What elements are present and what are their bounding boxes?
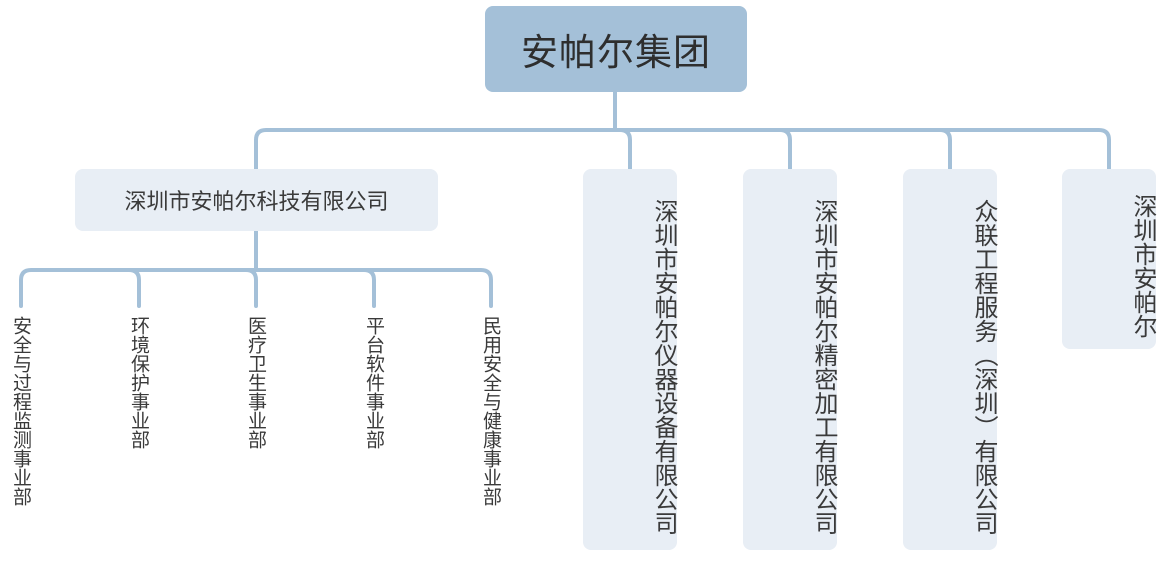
dept-software: 平台软件事业部 xyxy=(363,316,385,449)
subsidiary-precision: 深圳市安帕尔精密加工有限公司 xyxy=(743,169,838,550)
dept-environment-label: 环境保护事业部 xyxy=(128,316,150,449)
subsidiary-instrument-label: 深圳市安帕尔仪器设备有限公司 xyxy=(650,198,678,535)
root-label: 安帕尔集团 xyxy=(521,31,711,74)
connector-drop-environment xyxy=(127,268,141,308)
subsidiary-precision-label: 深圳市安帕尔精密加工有限公司 xyxy=(810,198,838,535)
connector-drop-software xyxy=(362,268,376,308)
subsidiary-engineering: 众联工程服务（深圳）有限公司 xyxy=(903,169,998,550)
subsidiary-technology-label: 深圳市安帕尔科技有限公司 xyxy=(124,190,389,215)
subsidiary-anpaer-label: 深圳市安帕尔 xyxy=(1129,194,1157,338)
dept-environment: 环境保护事业部 xyxy=(128,316,150,449)
root-node: 安帕尔集团 xyxy=(485,6,747,92)
dept-safety-process-label: 安全与过程监测事业部 xyxy=(10,316,32,506)
dept-medical: 医疗卫生事业部 xyxy=(245,316,267,449)
connector-drop-medical xyxy=(244,268,258,308)
connector-drop-precision xyxy=(778,128,792,171)
subsidiary-anpaer: 深圳市安帕尔 xyxy=(1062,169,1157,349)
dept-medical-label: 医疗卫生事业部 xyxy=(245,316,267,449)
dept-safety-process: 安全与过程监测事业部 xyxy=(10,316,32,506)
subsidiary-engineering-label: 众联工程服务（深圳）有限公司 xyxy=(970,198,998,535)
connector-dept-bar xyxy=(19,268,493,308)
connector-drop-engineering xyxy=(938,128,952,171)
connector-top-bar xyxy=(254,128,1111,171)
subsidiary-instrument: 深圳市安帕尔仪器设备有限公司 xyxy=(583,169,678,550)
connector-drop-instrument xyxy=(618,128,632,171)
dept-civil-safety-health-label: 民用安全与健康事业部 xyxy=(480,316,502,506)
dept-civil-safety-health: 民用安全与健康事业部 xyxy=(480,316,502,506)
dept-software-label: 平台软件事业部 xyxy=(363,316,385,449)
subsidiary-technology: 深圳市安帕尔科技有限公司 xyxy=(75,169,438,231)
